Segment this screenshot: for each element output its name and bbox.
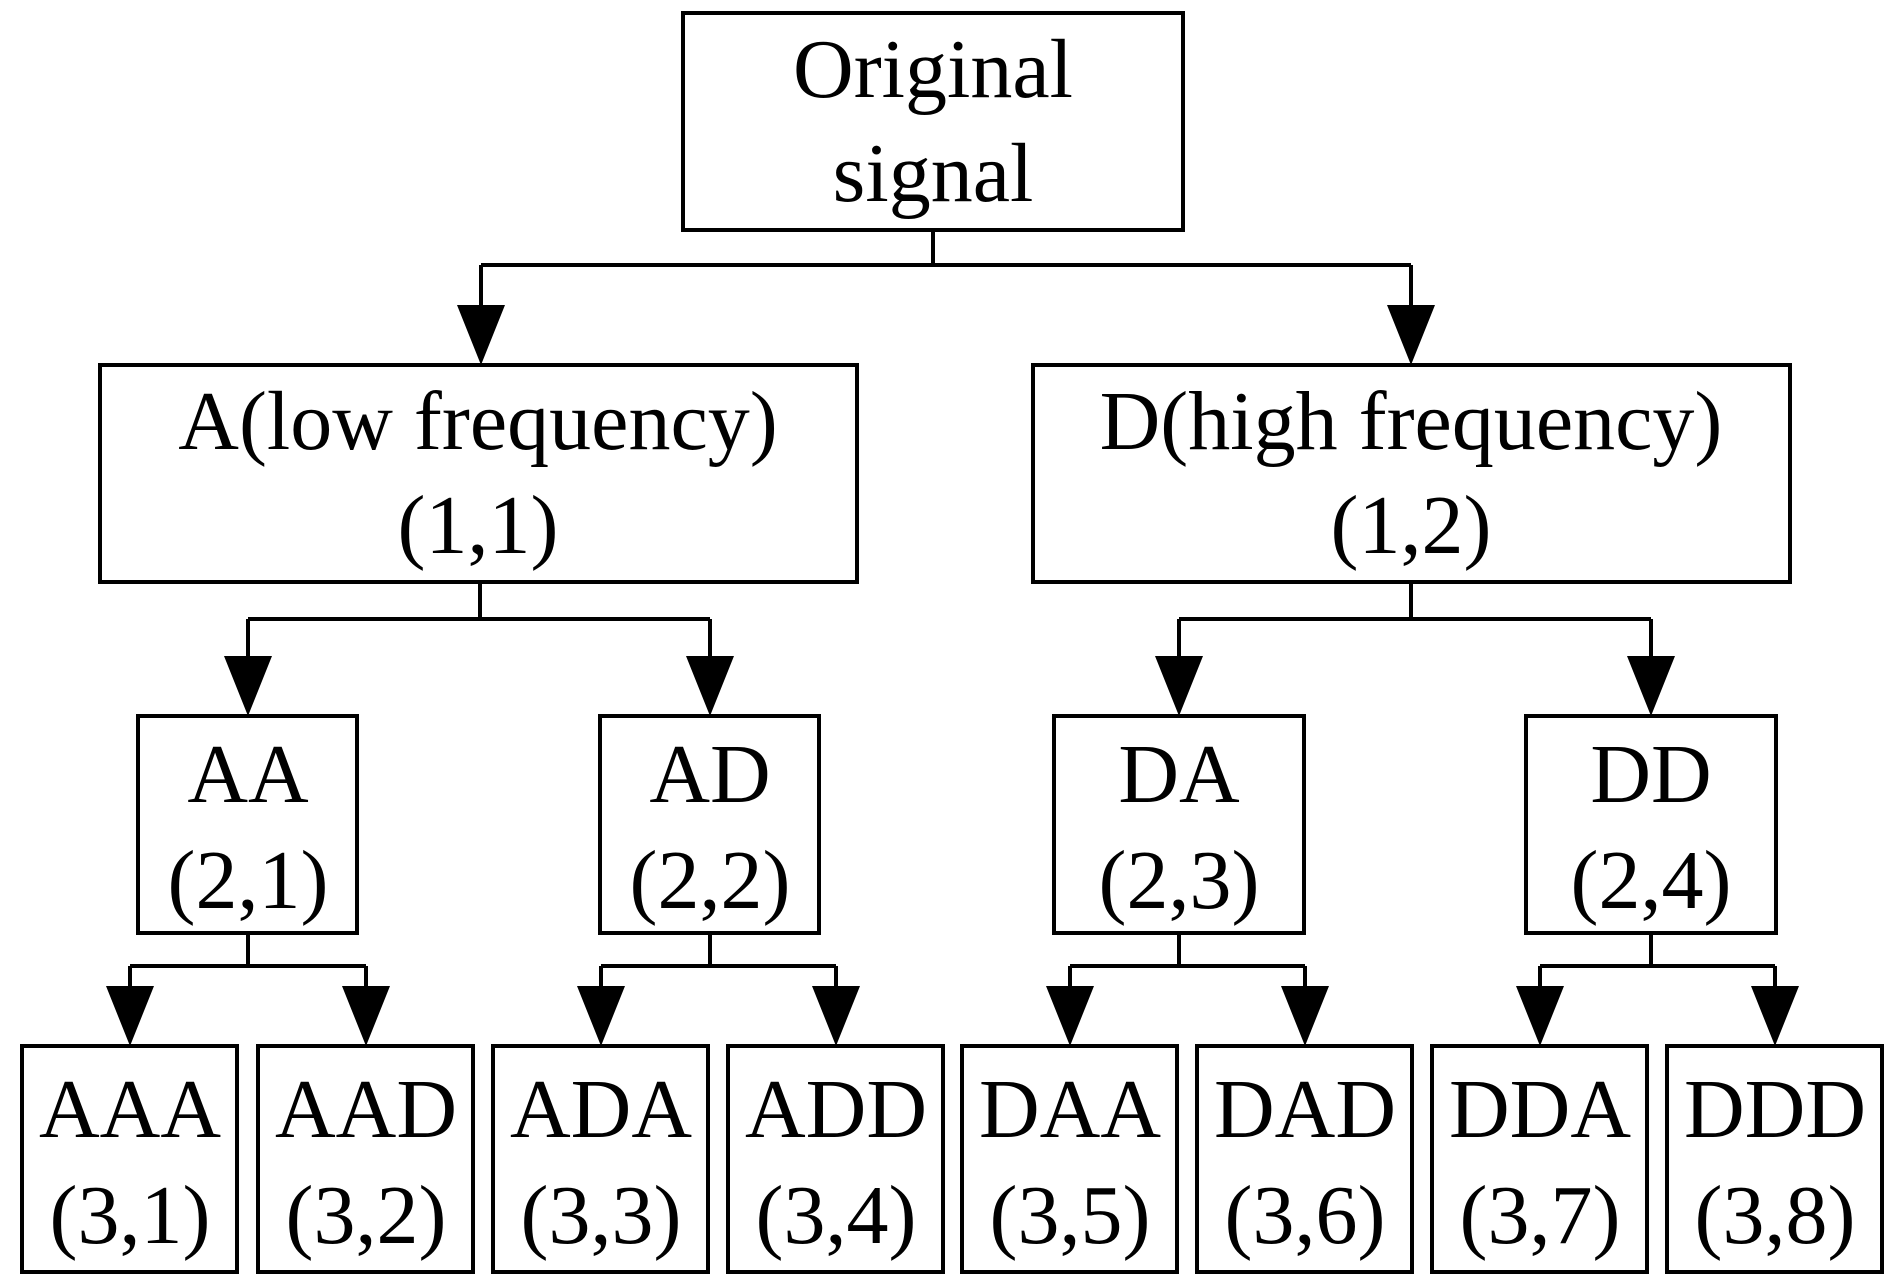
node-1-2-line2: (1,2) [1331,479,1492,572]
node-3-1-line1: AAA [39,1063,221,1156]
node-2-1-line1: AA [187,728,309,821]
node-3-8-line1: DDD [1684,1063,1866,1156]
node-3-2-line1: AAD [275,1063,457,1156]
node-original-signal-line2: signal [833,127,1034,220]
arrowhead-n23-1 [1046,986,1094,1046]
node-3-6: DAD (3,6) [1195,1044,1414,1274]
node-3-1-line2: (3,1) [50,1169,211,1262]
node-2-2-line1: AD [649,728,770,821]
node-3-4-line1: ADD [745,1063,927,1156]
tree-edges [106,230,1799,1046]
node-original-signal-line1: Original [793,23,1073,116]
node-2-4: DD (2,4) [1524,714,1778,935]
node-3-5: DAA (3,5) [960,1044,1179,1274]
arrowhead-n21-2 [342,986,390,1046]
arrowhead-n11-1 [224,656,272,716]
node-3-3: ADA (3,3) [491,1044,710,1274]
node-3-1: AAA (3,1) [20,1044,239,1274]
arrowhead-n23-2 [1281,986,1329,1046]
node-1-1-line1: A(low frequency) [178,375,777,468]
node-3-7-line2: (3,7) [1460,1169,1621,1262]
node-2-4-line1: DD [1590,728,1711,821]
node-3-5-line1: DAA [979,1063,1161,1156]
arrowhead-n11-2 [686,656,734,716]
node-2-3: DA (2,3) [1052,714,1306,935]
node-3-4: ADD (3,4) [726,1044,945,1274]
arrowhead-n21-1 [106,986,154,1046]
node-3-3-line1: ADA [510,1063,692,1156]
arrowhead-n24-2 [1751,986,1799,1046]
node-2-3-line2: (2,3) [1099,834,1260,927]
node-3-2: AAD (3,2) [256,1044,475,1274]
node-3-5-line2: (3,5) [990,1169,1151,1262]
node-3-6-line1: DAD [1214,1063,1396,1156]
node-1-2: D(high frequency) (1,2) [1031,363,1792,584]
node-3-8: DDD (3,8) [1665,1044,1884,1274]
node-original-signal: Original signal [681,11,1185,232]
arrowhead-n12-1 [1155,656,1203,716]
arrowhead-n22-1 [577,986,625,1046]
arrowhead-n12-2 [1627,656,1675,716]
node-3-6-line2: (3,6) [1225,1169,1386,1262]
node-2-1-line2: (2,1) [168,834,329,927]
node-3-7: DDA (3,7) [1430,1044,1649,1274]
node-3-2-line2: (3,2) [286,1169,447,1262]
node-3-3-line2: (3,3) [521,1169,682,1262]
node-1-1: A(low frequency) (1,1) [98,363,859,584]
node-3-8-line2: (3,8) [1695,1169,1856,1262]
arrowhead-root-1 [457,305,505,365]
node-2-2: AD (2,2) [598,714,821,935]
node-3-4-line2: (3,4) [756,1169,917,1262]
node-1-2-line1: D(high frequency) [1100,375,1723,468]
node-2-3-line1: DA [1118,728,1240,821]
arrowhead-root-2 [1387,305,1435,365]
node-2-2-line2: (2,2) [630,834,791,927]
node-1-1-line2: (1,1) [398,479,559,572]
node-2-4-line2: (2,4) [1571,834,1732,927]
arrowhead-n22-2 [812,986,860,1046]
arrowhead-n24-1 [1516,986,1564,1046]
node-3-7-line1: DDA [1449,1063,1631,1156]
node-2-1: AA (2,1) [136,714,359,935]
